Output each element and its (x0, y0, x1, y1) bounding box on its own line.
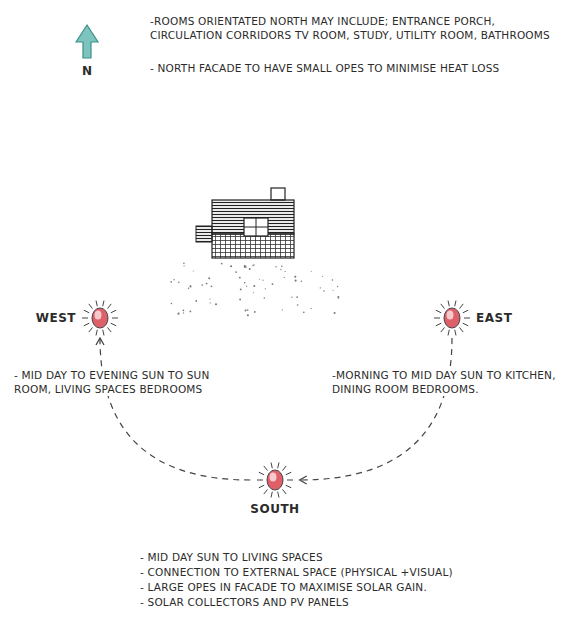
sun-path-arc (300, 338, 452, 480)
compass-letter: N (82, 64, 92, 78)
north-note: -ROOMS ORIENTATED NORTH MAY INCLUDE; ENT… (150, 14, 560, 42)
west-sun: WEST (36, 298, 120, 338)
house-drawing (196, 188, 294, 258)
label-holder: - NORTH FACADE TO HAVE SMALL OPES TO MIN… (150, 57, 560, 76)
label-holder: - SOLAR COLLECTORS AND PV PANELS (140, 591, 560, 610)
sun-icon (80, 298, 120, 338)
sun-icon (432, 298, 472, 338)
south-sun: SOUTH (250, 460, 299, 516)
ground-dots (170, 262, 339, 316)
west-note: - MID DAY TO EVENING SUN TO SUN ROOM, LI… (14, 368, 219, 396)
label-holder: -ROOMS ORIENTATED NORTH MAY INCLUDE; ENT… (150, 14, 560, 43)
sun-icon (255, 460, 295, 500)
direction-label: SOUTH (250, 502, 299, 516)
south-note: - MID DAY SUN TO LIVING SPACES (140, 550, 323, 564)
label-holder: - MID DAY SUN TO LIVING SPACES (140, 546, 560, 565)
label-holder: N (82, 60, 102, 79)
south-note: - CONNECTION TO EXTERNAL SPACE (PHYSICAL… (140, 565, 453, 579)
label-holder: - CONNECTION TO EXTERNAL SPACE (PHYSICAL… (140, 561, 560, 580)
label-holder: - LARGE OPES IN FACADE TO MAXIMISE SOLAR… (140, 576, 560, 595)
north-arrow (76, 25, 98, 58)
direction-label: EAST (476, 311, 512, 325)
label-holder: - MID DAY TO EVENING SUN TO SUN ROOM, LI… (14, 368, 219, 397)
east-note: -MORNING TO MID DAY SUN TO KITCHEN, DINI… (332, 368, 564, 396)
south-note: - SOLAR COLLECTORS AND PV PANELS (140, 595, 349, 609)
label-holder: -MORNING TO MID DAY SUN TO KITCHEN, DINI… (332, 368, 564, 397)
east-sun: EAST (432, 298, 512, 338)
direction-label: WEST (36, 311, 76, 325)
sun-path-arc (100, 338, 250, 480)
north-note: - NORTH FACADE TO HAVE SMALL OPES TO MIN… (150, 61, 499, 75)
south-note: - LARGE OPES IN FACADE TO MAXIMISE SOLAR… (140, 580, 427, 594)
